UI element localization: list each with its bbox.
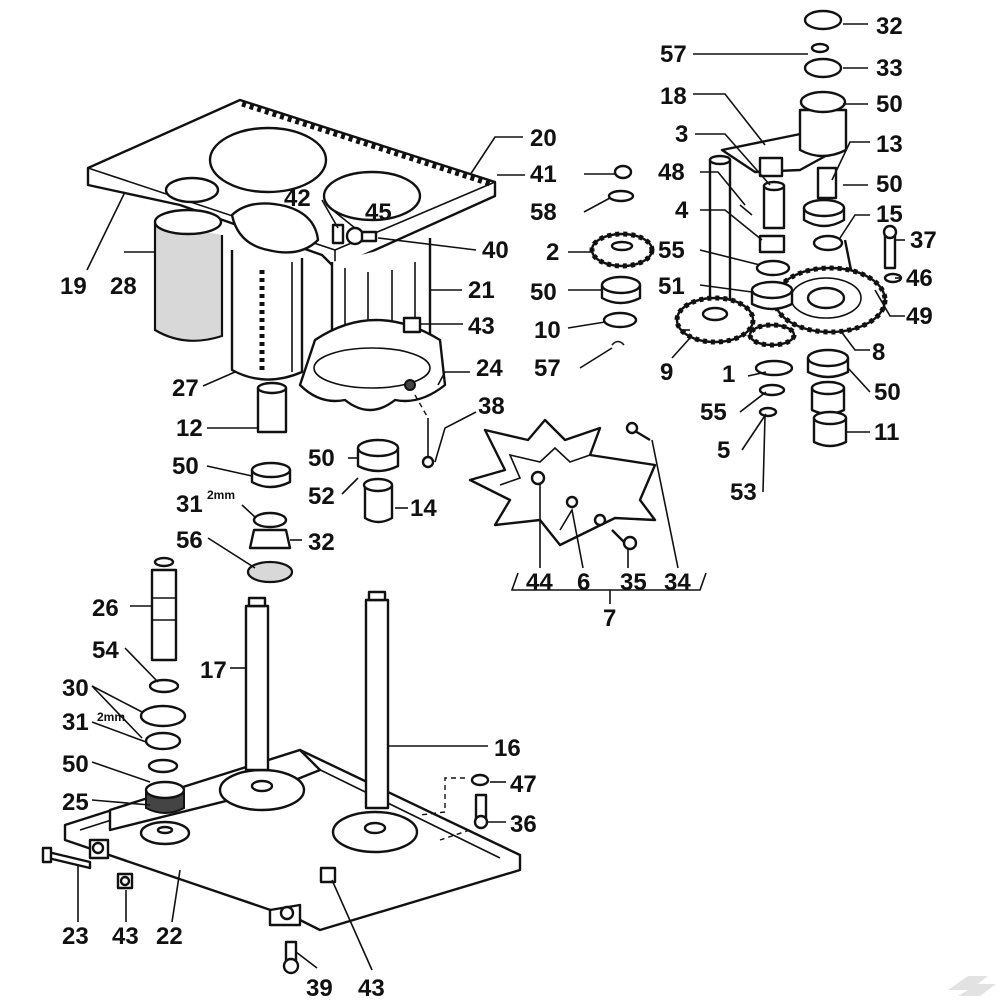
watermark-logo <box>948 976 996 996</box>
shaft-parts-48-4-55 <box>739 180 791 277</box>
label-20: 20 <box>530 125 557 152</box>
bolt-42-45-40 <box>331 223 378 246</box>
label-30: 30 <box>62 675 89 702</box>
label-49: 49 <box>906 303 933 330</box>
label-2: 2 <box>546 239 559 266</box>
label-14: 14 <box>410 495 437 522</box>
label-46: 46 <box>906 265 933 292</box>
label-8: 8 <box>872 339 885 366</box>
label-3: 3 <box>675 121 688 148</box>
label-42: 42 <box>284 185 311 212</box>
note-2mm: 2mm <box>207 488 235 502</box>
label-10: 10 <box>534 317 561 344</box>
label-16: 16 <box>494 735 521 762</box>
label-5: 5 <box>717 437 730 464</box>
label-15: 15 <box>876 201 903 228</box>
bearing-52-14 <box>356 418 435 524</box>
label-50: 50 <box>172 453 199 480</box>
label-25: 25 <box>62 789 89 816</box>
label-31: 31 <box>176 491 203 518</box>
housing-21 <box>298 238 447 412</box>
shaft-26-stack <box>139 556 187 814</box>
dashed-lines <box>414 394 471 841</box>
label-53: 53 <box>730 479 757 506</box>
label-13: 13 <box>876 131 903 158</box>
label-11: 11 <box>874 419 899 446</box>
label-22: 22 <box>156 923 183 950</box>
shaft-16 <box>364 590 390 810</box>
label-36: 36 <box>510 811 537 838</box>
label-45: 45 <box>365 199 392 226</box>
label-32: 32 <box>308 529 335 556</box>
label-55: 55 <box>658 237 685 264</box>
label-35: 35 <box>620 569 647 596</box>
label-1: 1 <box>722 361 735 388</box>
callout-labels: 32 57 33 18 50 3 13 41 48 50 20 58 4 15 … <box>60 13 937 1000</box>
cylinder-28 <box>153 208 224 342</box>
label-21: 21 <box>468 277 495 304</box>
label-39: 39 <box>306 975 333 1000</box>
label-19: 19 <box>60 273 87 300</box>
label-40: 40 <box>482 237 509 264</box>
label-50: 50 <box>874 379 901 406</box>
label-28: 28 <box>110 273 137 300</box>
label-57: 57 <box>660 41 687 68</box>
label-26: 26 <box>92 595 119 622</box>
left-stack <box>246 381 294 584</box>
label-38: 38 <box>478 393 505 420</box>
label-32: 32 <box>876 13 903 40</box>
label-50: 50 <box>876 91 903 118</box>
label-43: 43 <box>468 313 495 340</box>
shaft-13-bearing-50 <box>802 166 903 284</box>
label-24: 24 <box>476 355 503 382</box>
label-50: 50 <box>530 279 557 306</box>
label-58: 58 <box>530 199 557 226</box>
drum-27 <box>230 250 304 381</box>
shaft-3 <box>708 154 732 307</box>
bracket-brace-7 <box>510 572 707 604</box>
gearbox-arm-18 <box>720 9 848 178</box>
bearing-50-bushing-11 <box>806 348 850 448</box>
leader-lines <box>77 23 905 971</box>
label-50: 50 <box>62 751 89 778</box>
label-52: 52 <box>308 483 335 510</box>
label-9: 9 <box>660 359 673 386</box>
label-57: 57 <box>534 355 561 382</box>
bolts-base <box>41 773 490 975</box>
label-48: 48 <box>658 159 685 186</box>
shaft-17 <box>244 596 270 772</box>
label-51: 51 <box>658 273 685 300</box>
top-plate <box>86 98 497 270</box>
label-47: 47 <box>510 771 537 798</box>
gear-9 <box>674 295 756 345</box>
label-12: 12 <box>176 415 203 442</box>
label-6: 6 <box>577 569 590 596</box>
label-41: 41 <box>530 161 557 188</box>
label-43: 43 <box>358 975 385 1000</box>
label-7: 7 <box>603 605 616 632</box>
star-bracket-7 <box>468 418 657 551</box>
label-43: 43 <box>112 923 139 950</box>
label-34: 34 <box>664 569 691 596</box>
label-55: 55 <box>700 399 727 426</box>
note-2mm: 2mm <box>97 710 125 724</box>
label-4: 4 <box>675 197 689 224</box>
label-54: 54 <box>92 637 119 664</box>
label-44: 44 <box>526 569 553 596</box>
label-27: 27 <box>172 375 199 402</box>
label-37: 37 <box>910 227 937 254</box>
label-50: 50 <box>876 171 903 198</box>
bearing-51-gear-1 <box>747 280 797 418</box>
label-18: 18 <box>660 83 687 110</box>
gear-2-stack <box>589 164 655 346</box>
label-31: 31 <box>62 709 89 736</box>
label-56: 56 <box>176 527 203 554</box>
label-23: 23 <box>62 923 89 950</box>
label-17: 17 <box>200 657 227 684</box>
label-33: 33 <box>876 55 903 82</box>
label-50: 50 <box>308 445 335 472</box>
